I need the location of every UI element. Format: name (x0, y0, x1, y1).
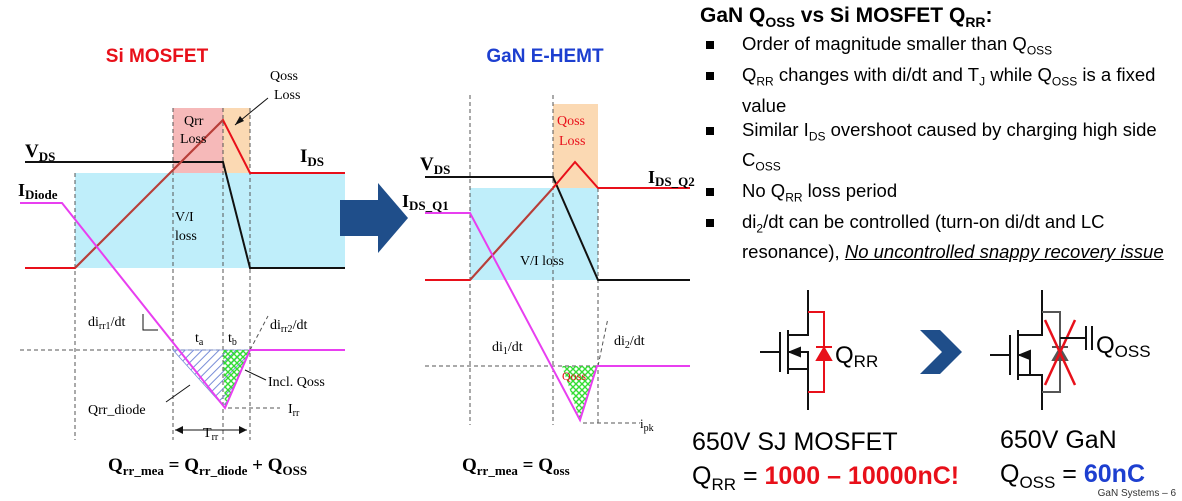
si-mosfet-symbol-icon (760, 290, 833, 410)
bullet-square-icon (706, 218, 714, 227)
gan-ipk-label: ipk (640, 416, 654, 434)
gan-vds-label: VDS (420, 154, 450, 177)
si-device-label: 650V SJ MOSFET (692, 428, 898, 456)
gan-ids-q2-label: IDS_Q2 (648, 167, 695, 189)
gan-vi-loss-label: V/I loss (520, 254, 564, 269)
gan-vds-line (425, 176, 690, 281)
si-vi-loss-label-1: V/I (175, 210, 194, 225)
bullet-square-icon (706, 187, 714, 196)
si-ids-label: IDS (300, 146, 324, 169)
si-qrr-loss-label-2: Loss (180, 132, 206, 147)
si-qrr-loss-label-1: Qrr (184, 114, 204, 129)
si-ids-ramp (74, 119, 224, 269)
gan-qoss-value: QOSS = 60nC (1000, 460, 1145, 492)
qoss-symbol-label: QOSS (1096, 332, 1151, 361)
si-idiode-line (20, 202, 345, 410)
si-dirr1-tick (142, 314, 158, 331)
gan-device-label: 650V GaN (1000, 426, 1117, 454)
si-vds-line (25, 161, 345, 269)
si-mosfet-waveform: Si MOSFET Qoss Loss Qrr Loss (18, 46, 345, 478)
gan-qoss-loss-label-1: Qoss (557, 114, 585, 129)
gan-di2-label: di2/dt (614, 334, 645, 351)
si-vi-loss-label-2: loss (175, 229, 197, 244)
footer-slide-number: GaN Systems – 6 (1097, 488, 1176, 499)
qrr-symbol-label: QRR (835, 342, 878, 371)
gan-ids-q2-line (425, 160, 690, 281)
si-vds-label: VDS (25, 141, 55, 164)
bullet-item: Order of magnitude smaller than QOSS (700, 32, 1178, 63)
gan-ids-q1-line (425, 212, 690, 423)
comparison-arrow-icon (920, 330, 962, 374)
gan-qoss-small-label: Qoss (562, 369, 586, 383)
bullet-item: No QRR loss period (700, 179, 1178, 210)
gan-qoss-loss-region (553, 104, 598, 188)
bullet-list: Order of magnitude smaller than QOSS QRR… (700, 32, 1178, 264)
gan-di1-label: di1/dt (492, 340, 523, 357)
si-qrr-value: QRR = 1000 – 10000nC! (692, 462, 960, 494)
bullet-item: QRR changes with di/dt and TJ while QOSS… (700, 63, 1178, 118)
si-trr-label: Trr (203, 426, 219, 443)
bullet-square-icon (706, 126, 714, 135)
si-dirr1-label: dirr1/dt (88, 315, 125, 332)
transition-arrow-icon (340, 183, 408, 253)
bullet-item: di2/dt can be controlled (turn-on di/dt … (700, 210, 1178, 265)
bullet-item: Similar IDS overshoot caused by charging… (700, 118, 1178, 179)
gan-equation: Qrr_mea = Qoss (462, 455, 570, 478)
gan-hemt-symbol-icon (990, 290, 1093, 410)
si-tb-label: tb (228, 331, 237, 348)
bullet-square-icon (706, 71, 714, 80)
si-equation: Qrr_mea = Qrr_diode + QOSS (108, 455, 307, 478)
si-mosfet-title: Si MOSFET (106, 46, 209, 67)
gan-qoss-loss-label-2: Loss (559, 134, 585, 149)
si-dirr2-label: dirr2/dt (270, 318, 307, 335)
si-vi-loss-region (75, 173, 345, 268)
comparison-text-panel: GaN QOSS vs Si MOSFET QRR: Order of magn… (700, 4, 1178, 264)
bullet-square-icon (706, 41, 714, 50)
gan-vi-loss-region (470, 188, 598, 280)
gan-ids-q1-label: IDS_Q1 (402, 191, 449, 213)
si-incl-qoss-label: Incl. Qoss (268, 375, 325, 390)
panel-title: GaN QOSS vs Si MOSFET QRR: (700, 4, 993, 31)
si-qoss-loss-label-2: Loss (274, 88, 300, 103)
si-qoss-loss-label-1: Qoss (270, 69, 298, 84)
gan-waveform: GaN E-HEMT Qoss Loss VDS IDS_Q2 IDS_Q1 V… (402, 46, 695, 478)
si-irr-label: Irr (288, 402, 300, 419)
gan-qoss-hatch (562, 366, 597, 420)
si-ta-label: ta (195, 331, 204, 348)
gan-title: GaN E-HEMT (486, 46, 604, 67)
si-idiode-label: IDiode (18, 180, 58, 202)
si-qrr-diode-label: Qrr_diode (88, 403, 146, 418)
